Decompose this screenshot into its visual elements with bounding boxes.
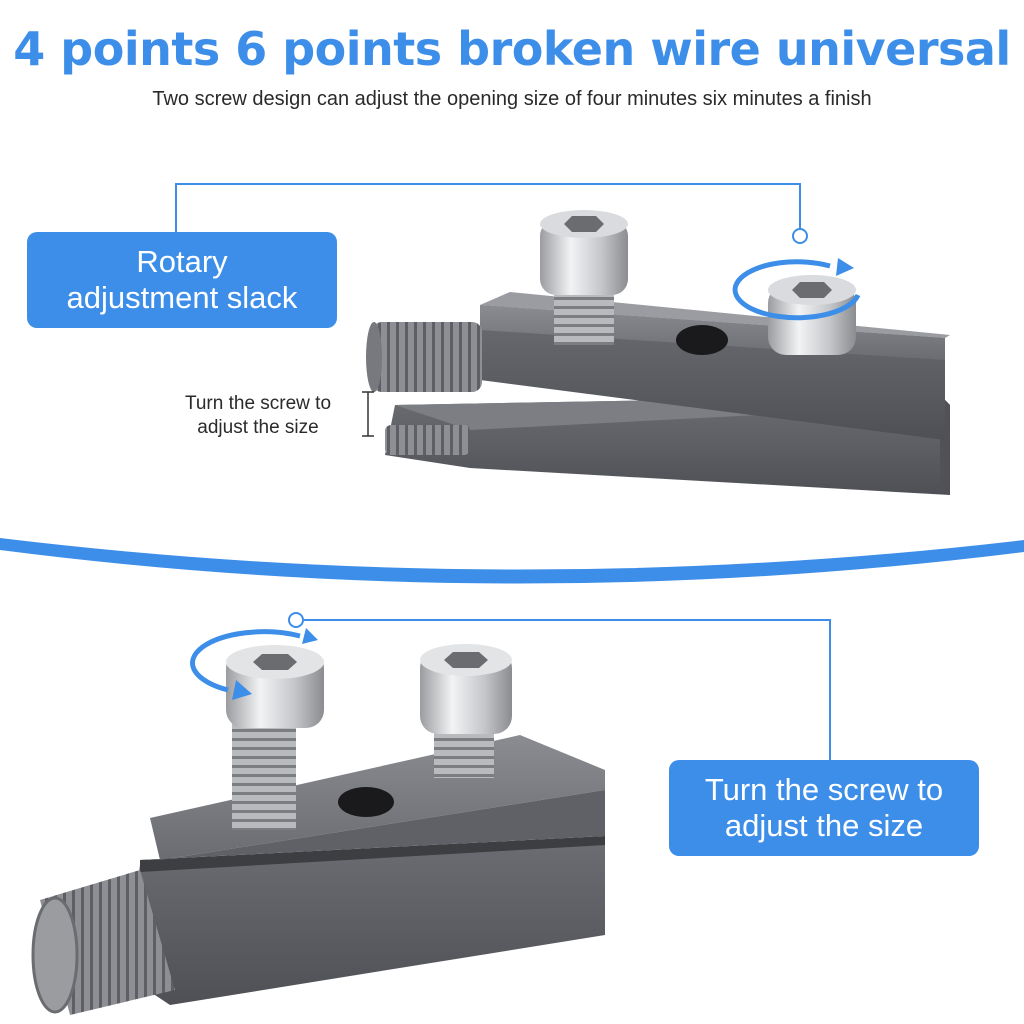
size-note-line1: Turn the screw to [184,393,332,414]
rotate-arrow-icon [190,628,318,700]
bottom-tool [31,644,605,1015]
callout-line2: adjustment slack [66,280,298,315]
callout-line2: adjust the size [724,808,924,843]
top-tool [366,210,950,495]
section-divider [0,538,1024,584]
page-title: 4 points 6 points broken wire universal [13,22,1011,76]
size-note: Turn the screw to adjust the size [160,392,356,440]
top-callout-leader [175,183,808,244]
callout-rotary-adjustment: Rotary adjustment slack [27,232,337,328]
page-subtitle: Two screw design can adjust the opening … [152,88,872,110]
rotate-arrow-icon [732,258,861,321]
size-bracket [362,391,374,437]
size-note-line2: adjust the size [197,417,319,438]
bottom-callout-leader [288,612,831,762]
callout-line1: Turn the screw to [704,772,944,807]
callout-turn-screw: Turn the screw to adjust the size [669,760,979,856]
callout-line1: Rotary [136,244,228,279]
